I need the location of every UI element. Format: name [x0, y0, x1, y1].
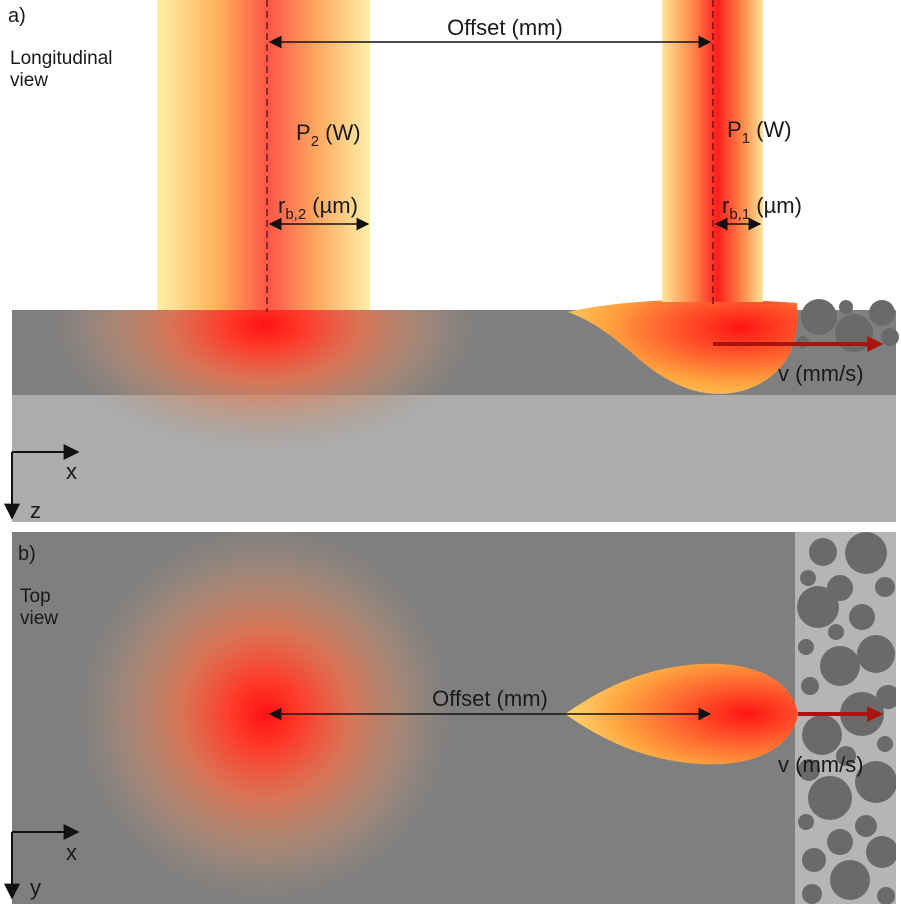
heat-zone-beam2-top: [75, 532, 455, 904]
powder-particles-top: [797, 532, 896, 904]
velocity-label-a: v (mm/s): [778, 361, 864, 386]
axes-xz: x z: [4, 444, 80, 523]
beam1-power-label: P1 (W): [727, 117, 792, 147]
beam2-radius-label: rb,2 (µm): [278, 193, 358, 223]
beam1-radius-label: rb,1 (µm): [722, 193, 802, 223]
axis-x-label-b: x: [66, 840, 77, 865]
panel-a-tag: a): [8, 5, 26, 27]
panel-b-tag: b): [18, 543, 36, 565]
panel-a: Offset (mm) P2 (W) P1 (W) rb,2 (µm) rb,1…: [4, 0, 899, 523]
axis-z-label: z: [30, 498, 41, 523]
laser-beam-2: [157, 0, 370, 310]
offset-label-b: Offset (mm): [432, 686, 548, 711]
axes-xy: x y: [4, 824, 80, 900]
axis-y-label: y: [30, 875, 41, 900]
axis-x-label-a: x: [66, 459, 77, 484]
panel-b-view-line2: view: [20, 608, 58, 629]
beam2-power-label: P2 (W): [296, 120, 361, 150]
heat-zone-beam2: [50, 310, 480, 450]
velocity-label-b: v (mm/s): [778, 752, 864, 777]
melt-pool-side: [568, 299, 798, 394]
panel-b: Offset (mm) v (mm/s) b) Top view x y: [4, 532, 896, 904]
offset-label-a: Offset (mm): [447, 15, 563, 40]
panel-a-view-line1: Longitudinal: [10, 48, 112, 69]
panel-b-view-line1: Top: [20, 586, 51, 607]
panel-a-view-line2: view: [10, 70, 48, 91]
